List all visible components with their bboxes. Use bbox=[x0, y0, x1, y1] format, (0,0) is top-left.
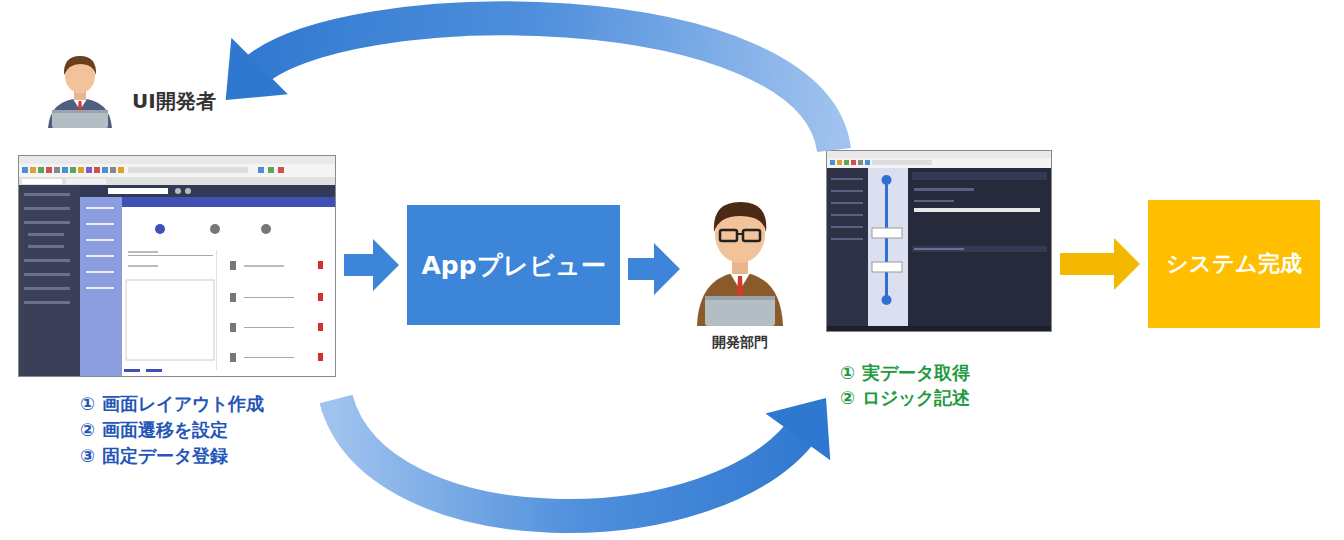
flow-arrow bbox=[628, 243, 680, 295]
person-icon bbox=[48, 56, 112, 128]
arrow-head bbox=[226, 38, 288, 100]
person-node: UI開発者 bbox=[40, 48, 216, 128]
screen-node: ① 画面レイアウト作成② 画面遷移を設定③ 固定データ登録 bbox=[18, 155, 336, 469]
ui-editor-screenshot bbox=[19, 156, 336, 377]
flow-arrow bbox=[1060, 238, 1140, 290]
logic-editor-screenshot bbox=[827, 151, 1052, 332]
cycle-arrow bbox=[251, 18, 834, 150]
connector bbox=[344, 239, 399, 291]
step-caption: ① 画面レイアウト作成 bbox=[80, 391, 336, 417]
step-caption: ① 実データ取得 bbox=[840, 360, 1052, 385]
box-label: システム完成 bbox=[1166, 249, 1302, 279]
box-label: Appプレビュー bbox=[421, 249, 605, 282]
arrow-head bbox=[765, 398, 830, 460]
person-icon bbox=[697, 202, 783, 326]
role-label: 開発部門 bbox=[688, 332, 792, 352]
process-box: Appプレビュー bbox=[407, 205, 620, 325]
flow-arrow bbox=[344, 239, 399, 291]
role-label: UI開発者 bbox=[132, 88, 216, 114]
step-caption: ② 画面遷移を設定 bbox=[80, 417, 336, 443]
cycle-arrow bbox=[336, 399, 805, 516]
connector bbox=[226, 18, 834, 150]
connector bbox=[628, 243, 680, 295]
result-box: システム完成 bbox=[1148, 200, 1320, 328]
person-node: 開発部門 bbox=[688, 186, 792, 352]
step-caption: ② ロジック記述 bbox=[840, 385, 1052, 410]
connector bbox=[1060, 238, 1140, 290]
connector bbox=[336, 398, 830, 516]
screen-node: ① 実データ取得② ロジック記述 bbox=[826, 150, 1052, 410]
step-caption: ③ 固定データ登録 bbox=[80, 443, 336, 469]
